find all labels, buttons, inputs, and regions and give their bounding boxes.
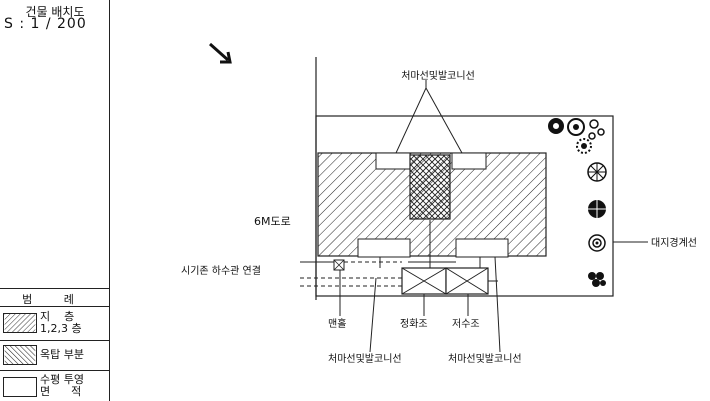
balcony-bottom-left: [357, 238, 411, 258]
tree-icon: [588, 200, 606, 218]
balcony-top-left: [375, 152, 411, 170]
label-septic: 정화조: [400, 318, 428, 330]
swatch-empty: [3, 377, 37, 397]
label-boundary: 대지경계선: [651, 236, 697, 249]
label-manhole: 맨홀: [328, 317, 346, 330]
label-eaves-bottom-left: 처마선및발코니선: [328, 353, 402, 365]
legend-label-projection: 수평 투영 면 적: [40, 373, 84, 398]
tree-icon: [588, 119, 605, 140]
drawing-title: 건물 배치도: [25, 5, 85, 19]
tree-icon: [587, 162, 607, 182]
drawing-scale: S : 1 / 200: [4, 16, 87, 32]
label-sewer: 시기존 하수관 연결: [181, 264, 261, 277]
tree-icon: [588, 272, 606, 287]
swatch-double-hatch: [3, 345, 37, 365]
legend-item-floors: 지 층 1,2,3 층: [0, 306, 110, 340]
tree-icon: [548, 118, 564, 134]
tree-icon: [576, 138, 592, 154]
water-reservoir: [445, 267, 489, 295]
label-eaves-top: 처마선및발코니선: [401, 70, 475, 82]
leader-lines: [339, 80, 648, 353]
legend-item-rooftop: 옥탑 부분: [0, 340, 110, 370]
label-eaves-bottom-right: 처마선및발코니선: [448, 353, 522, 365]
north-arrow-icon: [209, 42, 232, 64]
balcony-bottom-right: [455, 238, 509, 258]
legend-label-floors: 지 층 1,2,3 층: [40, 310, 82, 335]
swatch-diagonal-hatch: [3, 313, 37, 333]
sewer-pipes: [300, 220, 498, 287]
site-boundary: [315, 115, 614, 297]
label-reservoir: 저수조: [452, 318, 480, 330]
tree-icon: [567, 118, 585, 136]
label-road: 6M도로: [254, 215, 291, 228]
septic-tank: [401, 267, 447, 295]
legend-item-projection: 수평 투영 면 적: [0, 370, 110, 401]
legend-title: 범 례: [0, 288, 110, 307]
tree-icon: [588, 234, 606, 252]
rooftop-section: [409, 154, 451, 220]
manhole-icon: [333, 259, 345, 271]
legend-panel: 건물 배치도 S : 1 / 200 범 례 지 층 1,2,3 층: [0, 0, 110, 401]
balcony-top-right: [451, 152, 487, 170]
legend-label-rooftop: 옥탑 부분: [40, 348, 84, 361]
